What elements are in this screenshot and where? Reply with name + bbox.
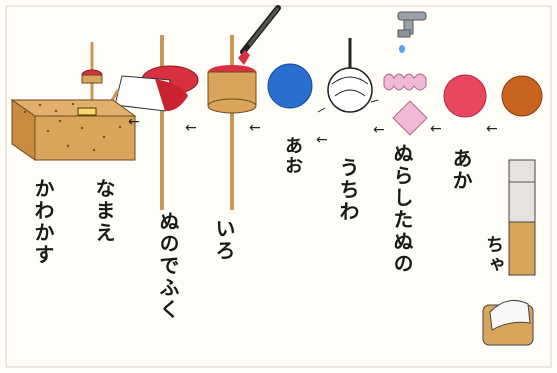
label-iro: いろ	[212, 218, 236, 262]
faucet-icon	[397, 11, 427, 53]
wrapped-wood-icon	[482, 299, 534, 346]
label-aka: あか	[449, 148, 473, 192]
arrow-3: ←	[373, 122, 385, 138]
arrow-2: ←	[430, 121, 442, 137]
label-namae: なまえ	[92, 178, 116, 244]
label-uchiwa: うちわ	[336, 157, 360, 223]
brush-icon	[238, 5, 281, 65]
brown-paint-dot	[501, 75, 543, 117]
fan-icon	[317, 38, 379, 113]
arrow-6: ←	[185, 120, 197, 136]
arrow-1: ←	[486, 121, 498, 137]
label-cha: ちゃ	[483, 235, 504, 275]
label-kawakasu: かわかす	[31, 178, 55, 266]
red-paint-dot	[443, 74, 487, 118]
blue-paint-dot	[267, 63, 313, 109]
arrow-5: ←	[249, 120, 261, 136]
red-disc-stick	[114, 35, 199, 210]
blue-disc-stick	[207, 35, 257, 210]
label-nurashitanuno: ぬらしたぬの	[390, 143, 414, 275]
label-ao: あお	[282, 136, 303, 176]
drying-board-icon	[10, 99, 137, 161]
wood-block-icon	[508, 159, 536, 276]
arrow-4: ←	[316, 132, 328, 148]
wet-cloth-icon	[383, 73, 428, 136]
label-nunodefuku: ぬのでふく	[156, 211, 180, 321]
arrow-7: ←	[128, 114, 140, 130]
